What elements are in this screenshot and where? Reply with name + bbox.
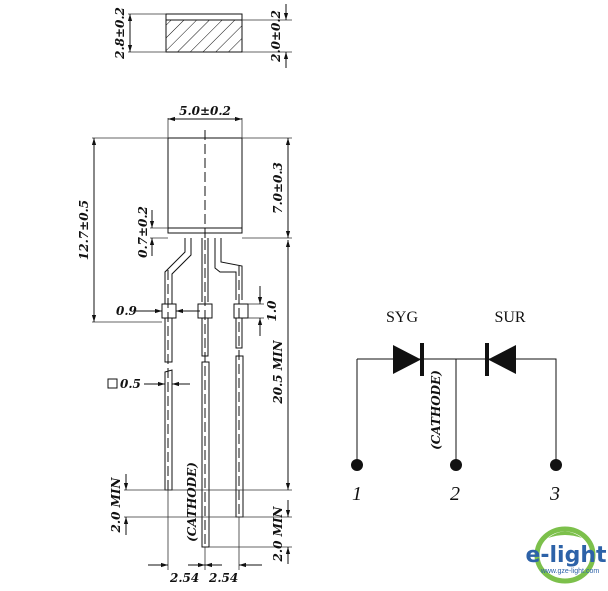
side-cathode-label: (CATHODE) (185, 462, 199, 542)
top-right-dim-label: 2.0±0.2 (269, 10, 283, 63)
logo-ring-icon (534, 526, 596, 584)
diode-syg-label: SYG (386, 309, 418, 326)
side-view: 5.0±0.2 7.0±0.3 12.7±0.5 0.7±0.2 (77, 104, 292, 585)
lead-step-left-dim-label: 2.0 MIN (109, 477, 123, 534)
lead-left (161, 238, 192, 491)
pitch-right-label: 2.54 (208, 571, 238, 585)
kink-width-dim-label: 0.9 (116, 304, 138, 318)
diode-sur-icon (485, 343, 516, 376)
lead-middle-cathode (197, 238, 213, 548)
kink-height-dim-label: 1.0 (265, 300, 279, 322)
body-width-dim-label: 5.0±0.2 (179, 104, 231, 118)
diode-syg-icon (393, 343, 424, 376)
lead-right (214, 238, 249, 518)
pin-3-label: 3 (549, 483, 560, 505)
pin-1-label: 1 (352, 483, 362, 505)
top-left-dim-label: 2.8±0.2 (113, 7, 127, 60)
logo-leaf-icon (548, 531, 582, 538)
schematic-cathode-label: (CATHODE) (429, 370, 443, 450)
top-view-hatched-area (165, 19, 243, 53)
pin-3-dot (550, 459, 562, 471)
pitch-left-label: 2.54 (169, 571, 199, 585)
pin-1-dot (351, 459, 363, 471)
body-height-dim-label: 7.0±0.3 (271, 162, 285, 214)
square-symbol-icon (107, 378, 118, 389)
lead-square-dim-label: 0.5 (120, 377, 141, 391)
lead-length-dim-label: 20.5 MIN (271, 339, 285, 404)
flange-dim-label: 0.7±0.2 (136, 206, 150, 258)
schematic-wires (356, 358, 557, 465)
lead-step-right-dim-label: 2.0 MIN (271, 506, 285, 563)
e-light-logo: e-light www.gze-light.com (525, 526, 607, 584)
logo-url: www.gze-light.com (540, 568, 600, 575)
logo-text: e-light (525, 543, 607, 568)
diode-sur-label: SUR (494, 309, 525, 326)
total-height-dim-label: 12.7±0.5 (77, 200, 91, 260)
top-view: 2.8±0.2 2.0±0.2 (113, 4, 292, 68)
pin-2-dot (450, 459, 462, 471)
schematic: SYG SUR 1 2 3 (CATHODE) (351, 309, 562, 505)
pin-2-label: 2 (450, 483, 460, 505)
